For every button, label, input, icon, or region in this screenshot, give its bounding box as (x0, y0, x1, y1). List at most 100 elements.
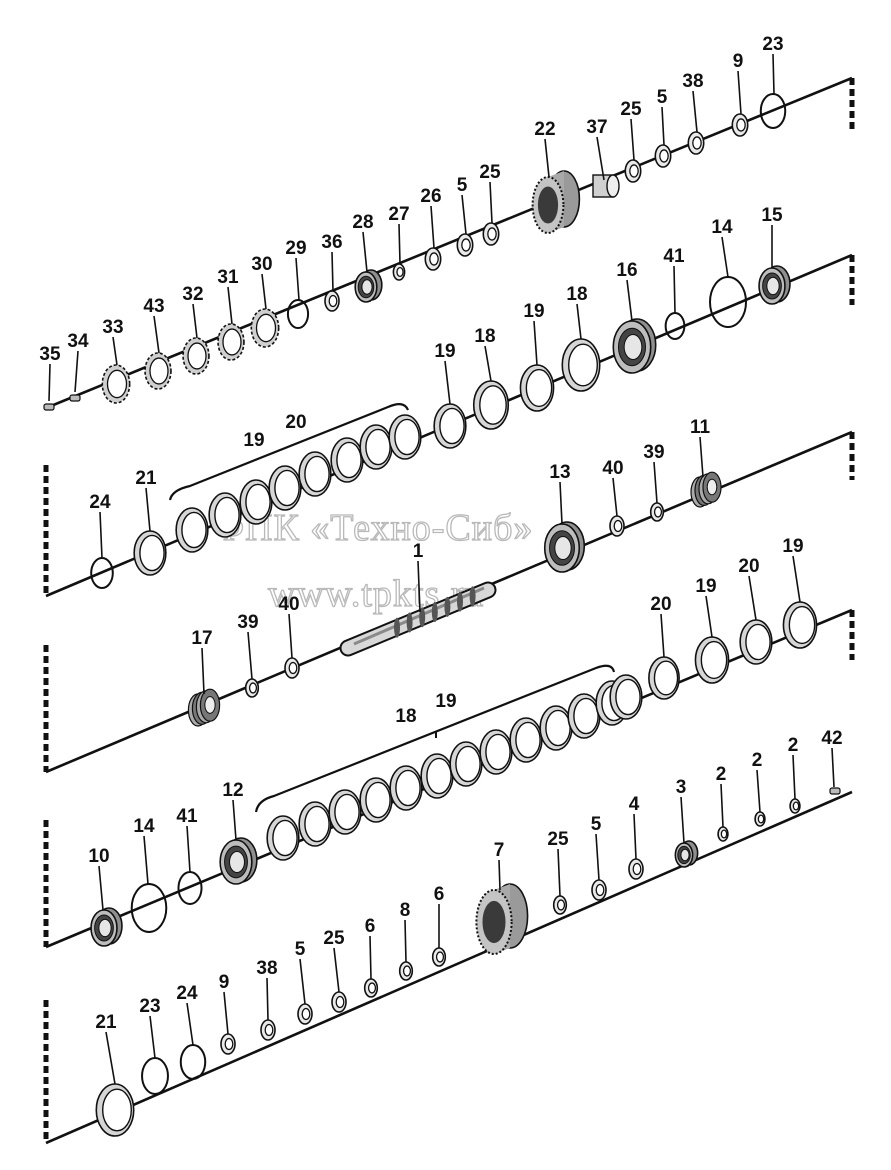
gear-part (475, 883, 529, 955)
leader-line (74, 350, 79, 393)
seal-part (690, 471, 722, 508)
leader-line (98, 865, 104, 911)
part-number-label: 9 (219, 972, 230, 993)
part-number-label: 19 (434, 341, 455, 362)
part-number-label: 5 (657, 87, 668, 108)
leader-line (145, 487, 151, 532)
washer-part (284, 657, 300, 679)
part-number-label: 16 (616, 260, 637, 281)
bearing-part (543, 521, 586, 573)
clutch-disc-part (268, 465, 302, 511)
gear-part (531, 170, 581, 234)
leader-line (149, 1015, 156, 1059)
leader-line (630, 118, 635, 161)
washer-part (398, 961, 414, 981)
part-number-label: 6 (434, 884, 445, 905)
clutch-disc-part (208, 492, 242, 538)
bearing-part (219, 837, 258, 885)
disc-part (561, 338, 601, 392)
bearing-part (674, 840, 699, 868)
leader-line (186, 1002, 194, 1046)
leader-line (288, 613, 293, 659)
part-number-label: 33 (102, 317, 123, 338)
watermark: ФПК «Техно-Сиб» www.tpkts.ru (213, 506, 533, 615)
leader-line (333, 947, 340, 993)
plate-part (182, 337, 210, 375)
washer-part (244, 678, 260, 698)
leader-line (484, 345, 492, 382)
pin-part (43, 403, 55, 411)
plate-part (217, 323, 245, 361)
part-number-label: 39 (237, 612, 258, 633)
plate-part (250, 308, 280, 348)
seal-part (187, 688, 221, 727)
plate-part (144, 352, 172, 390)
part-number-label: 2 (752, 750, 763, 771)
leader-line (661, 106, 665, 146)
clutch-disc-part (389, 765, 423, 811)
leader-line (232, 799, 237, 841)
leader-line (417, 560, 421, 613)
washer-part (649, 502, 665, 522)
part-number-label: 9 (733, 51, 744, 72)
leader-line (186, 825, 191, 873)
part-number-label: 21 (135, 468, 157, 489)
part-number-label: 41 (176, 806, 198, 827)
leader-line (201, 647, 205, 695)
washer-part (654, 144, 672, 168)
part-number-label: 22 (534, 119, 555, 140)
part-number-label: 23 (139, 996, 160, 1017)
washer-part (789, 798, 801, 814)
part-number-label: 29 (285, 238, 306, 259)
leader-line (192, 303, 198, 339)
part-number-label: 11 (690, 417, 711, 438)
clutch-disc-part (298, 451, 332, 497)
part-number-label: 40 (278, 594, 299, 615)
part-number-label: 25 (620, 99, 642, 120)
leader-line (489, 181, 493, 224)
disc-part (648, 656, 680, 700)
leader-line (792, 555, 801, 603)
disc-part (782, 601, 818, 649)
leader-line (737, 70, 742, 115)
clutch-disc-part (175, 507, 209, 553)
part-number-label: 4 (629, 794, 640, 815)
leader-line (105, 1031, 116, 1085)
part-number-label: 5 (591, 814, 602, 835)
pin-part (69, 394, 81, 402)
clutch-disc-part (266, 815, 300, 861)
clutch-disc-part (449, 741, 483, 787)
washer-part (482, 222, 500, 246)
clutch-disc-part (388, 414, 422, 460)
part-number-label: 2 (788, 735, 799, 756)
leader-line (266, 977, 269, 1021)
part-number-label: 18 (474, 326, 495, 347)
leader-line (99, 511, 103, 559)
leader-line (295, 257, 300, 301)
leader-line (792, 754, 796, 800)
part-number-label: 41 (663, 246, 685, 267)
washer-part (609, 515, 625, 537)
leader-line (299, 958, 306, 1005)
part-number-label: 18 (395, 706, 416, 727)
part-number-label: 20 (650, 594, 671, 615)
leader-line (680, 796, 685, 844)
part-number-label: 34 (67, 331, 89, 352)
washer-part (628, 858, 644, 880)
leader-line (444, 360, 451, 405)
washer-part (331, 991, 347, 1013)
disc-part (133, 530, 167, 576)
ring-part (286, 299, 310, 329)
leader-line (223, 991, 229, 1035)
part-number-label: 30 (251, 254, 272, 275)
leader-line (362, 231, 368, 273)
parts (43, 93, 841, 1137)
part-number-label: 39 (643, 442, 664, 463)
washer-part (363, 978, 379, 998)
leader-lines (48, 53, 835, 1085)
part-number-label: 36 (321, 232, 342, 253)
leader-line (227, 286, 233, 325)
part-number-label: 24 (89, 492, 111, 513)
part-number-label: 7 (494, 840, 505, 861)
